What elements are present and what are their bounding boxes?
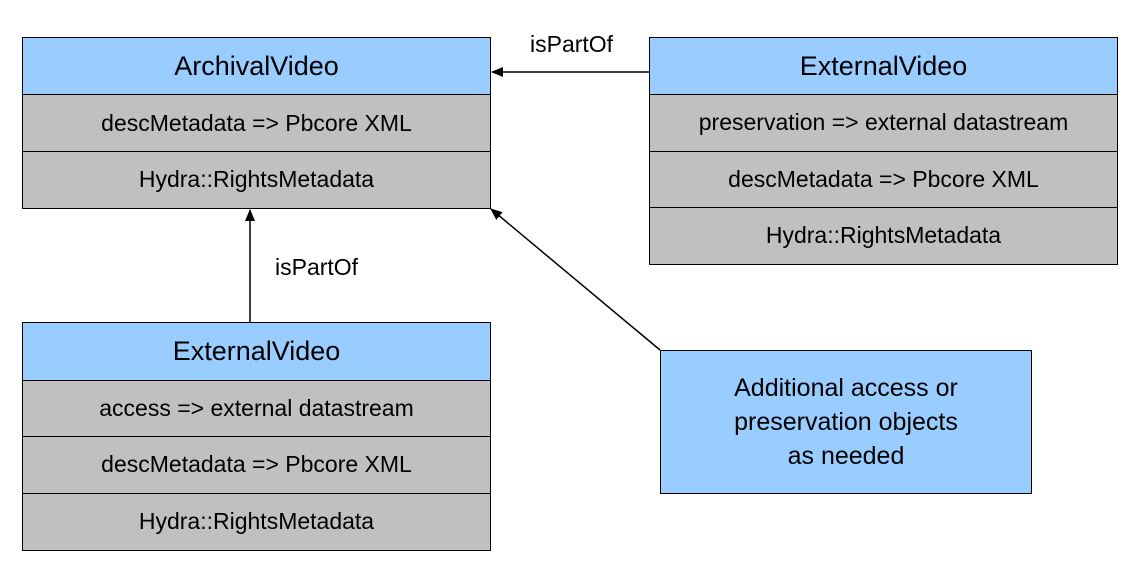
external-video-access-box: ExternalVideo access => external datastr… [22,322,491,551]
edge-label-is-part-of-left: isPartOf [275,254,359,280]
archival-video-row-desc-metadata: descMetadata => Pbcore XML [23,95,490,152]
archival-video-row-rights-metadata: Hydra::RightsMetadata [23,151,490,208]
external-video-preservation-row-desc-metadata: descMetadata => Pbcore XML [650,151,1117,208]
archival-video-box: ArchivalVideo descMetadata => Pbcore XML… [22,37,491,209]
external-video-preservation-row-preservation: preservation => external datastream [650,95,1117,152]
external-video-access-title: ExternalVideo [23,323,490,381]
external-video-preservation-row-rights-metadata: Hydra::RightsMetadata [650,207,1117,264]
external-video-access-row-access: access => external datastream [23,380,490,437]
external-video-access-row-desc-metadata: descMetadata => Pbcore XML [23,437,490,494]
additional-objects-note: Additional access or preservation object… [660,350,1032,494]
external-video-access-row-rights-metadata: Hydra::RightsMetadata [23,493,490,550]
archival-video-title: ArchivalVideo [23,38,490,96]
external-video-preservation-box: ExternalVideo preservation => external d… [649,37,1118,265]
edge-additional-to-archival [490,208,661,351]
edge-label-is-part-of-top: isPartOf [530,31,614,57]
external-video-preservation-title: ExternalVideo [650,38,1117,96]
